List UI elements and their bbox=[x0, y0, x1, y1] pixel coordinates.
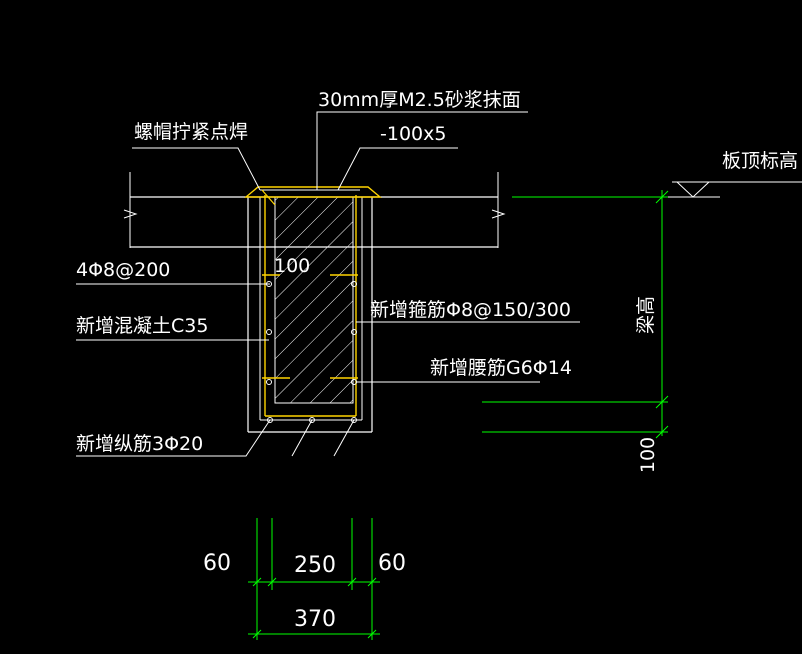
label-new-concrete: 新增混凝土C35 bbox=[76, 315, 208, 337]
label-new-stirrup: 新增箍筋Φ8@150/300 bbox=[370, 299, 571, 321]
concrete-jacket bbox=[247, 197, 373, 433]
label-nut-weld: 螺帽拧紧点焊 bbox=[134, 121, 248, 143]
label-mortar-surface: 30mm厚M2.5砂浆抹面 bbox=[318, 89, 521, 111]
steel-plate bbox=[244, 186, 382, 198]
label-offset-100: 100 bbox=[274, 255, 310, 277]
label-slab-top: 板顶标高 bbox=[722, 150, 798, 172]
existing-beam-hatch bbox=[274, 196, 354, 404]
dim-middle: 250 bbox=[294, 553, 336, 578]
label-bottom-100: 100 bbox=[637, 437, 659, 473]
label-new-waist-bar: 新增腰筋G6Φ14 bbox=[430, 357, 572, 379]
leaders bbox=[76, 111, 580, 457]
elevation-mark bbox=[660, 181, 802, 198]
dim-total: 370 bbox=[294, 607, 336, 632]
dim-right: 60 bbox=[378, 551, 406, 576]
rebar-dots bbox=[266, 281, 357, 423]
stirrup bbox=[261, 189, 358, 417]
label-beam-height: 梁高 bbox=[635, 296, 657, 334]
label-new-long-bar: 新增纵筋3Φ20 bbox=[76, 433, 203, 455]
width-dimension bbox=[248, 518, 380, 640]
height-dimension bbox=[482, 190, 669, 439]
dim-left: 60 bbox=[203, 551, 231, 576]
label-plate: -100x5 bbox=[380, 123, 446, 145]
label-top-bars: 4Φ8@200 bbox=[76, 259, 170, 281]
